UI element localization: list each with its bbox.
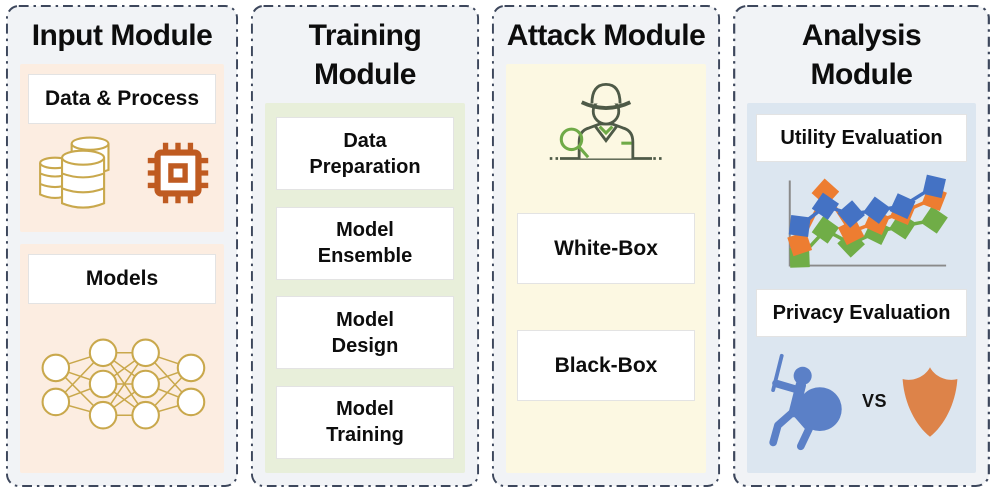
data-process-panel: Data & Process	[20, 64, 224, 232]
privacy-evaluation-label: Privacy Evaluation	[756, 289, 968, 337]
line-chart-icon	[786, 174, 948, 268]
vs-label: VS	[862, 391, 888, 411]
step-model-design: Model Design	[276, 296, 454, 370]
attack-module-title: Attack Module	[506, 19, 706, 52]
attack-module: Attack Module	[491, 4, 721, 488]
data-process-label: Data & Process	[28, 74, 216, 124]
white-box-label: White-Box	[517, 213, 695, 284]
training-module-title: Training Module	[308, 19, 422, 91]
attacker-icon	[769, 353, 842, 450]
input-module: Input Module Data & Process	[5, 4, 239, 488]
analysis-panel: Utility Evaluation Privacy Ev	[747, 103, 977, 473]
models-label: Models	[28, 254, 216, 304]
models-panel: Models	[20, 244, 224, 473]
analysis-module: Analysis Module Utility Evaluation	[732, 4, 991, 488]
attack-panel: White-Box Black-Box	[506, 64, 706, 473]
training-module: Training Module Data Preparation Model E…	[250, 4, 480, 488]
spy-icon	[549, 82, 663, 160]
analysis-module-title: Analysis Module	[801, 19, 922, 91]
step-model-training: Model Training	[276, 385, 454, 459]
neural-network-icon	[41, 338, 206, 429]
black-box-label: Black-Box	[517, 330, 695, 401]
training-steps-panel: Data Preparation Model Ensemble Model De…	[265, 103, 465, 473]
input-module-title: Input Module	[31, 19, 213, 52]
step-model-ensemble: Model Ensemble	[276, 206, 454, 280]
utility-evaluation-label: Utility Evaluation	[756, 114, 968, 162]
shield-icon	[902, 366, 958, 437]
chip-icon	[147, 142, 209, 204]
step-data-preparation: Data Preparation	[276, 117, 454, 190]
database-icon	[39, 136, 110, 209]
